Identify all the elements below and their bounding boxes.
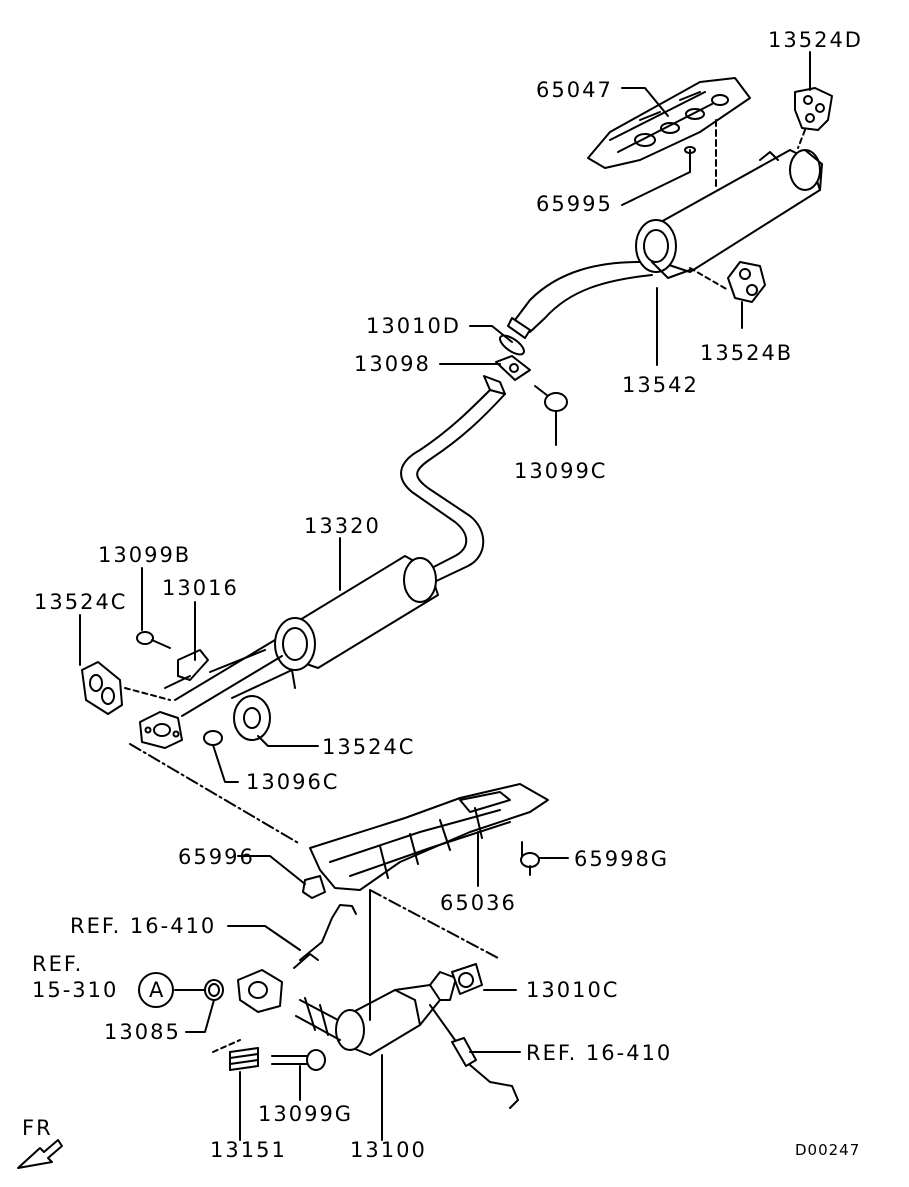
label-13524c-right: 13524C [322, 735, 416, 759]
center-muffler [175, 376, 505, 716]
label-13016: 13016 [162, 576, 239, 600]
label-65047: 65047 [536, 78, 613, 102]
hanger-13524b [690, 262, 765, 302]
callout-circle [139, 973, 173, 1007]
gasket-13085 [205, 980, 223, 1000]
label-13096c: 13096C [246, 770, 340, 794]
o2-sensor-upper [294, 905, 356, 968]
gasket-13010d [497, 332, 527, 358]
label-13524c-left: 13524C [34, 590, 128, 614]
label-13100: 13100 [350, 1138, 427, 1162]
bolt-65998g [521, 842, 539, 875]
nut-13096c [204, 731, 222, 745]
clamp-13098 [496, 356, 530, 380]
hanger-13524c-right [234, 696, 270, 740]
connection-line [130, 744, 300, 844]
label-fr: FR [22, 1116, 53, 1140]
main-muffler [508, 150, 822, 338]
spring-13151 [230, 1048, 258, 1070]
catalytic-converter [296, 972, 456, 1055]
connection-line-2 [370, 890, 498, 958]
front-direction-arrow [18, 1140, 62, 1168]
label-65036: 65036 [440, 891, 517, 915]
hanger-13524c-left [82, 662, 170, 714]
label-65996: 65996 [178, 845, 255, 869]
rear-heat-shield [588, 78, 750, 168]
label-ref-lower: REF. 16-410 [526, 1041, 673, 1065]
label-13320: 13320 [304, 514, 381, 538]
front-flange [140, 712, 182, 748]
bracket-13016 [165, 650, 208, 688]
label-13085: 13085 [104, 1020, 181, 1044]
label-13098: 13098 [354, 352, 431, 376]
label-13542: 13542 [622, 373, 699, 397]
bolt-13099c [535, 386, 567, 411]
label-13010d: 13010D [366, 314, 461, 338]
label-13099b: 13099B [98, 543, 192, 567]
label-13099g: 13099G [258, 1102, 354, 1126]
heat-shield-65036 [310, 784, 548, 890]
label-ref-left-1: REF. [32, 952, 84, 976]
label-13524d: 13524D [768, 28, 863, 52]
nut-65996 [303, 876, 325, 898]
label-13151: 13151 [210, 1138, 287, 1162]
label-13099c: 13099C [514, 459, 608, 483]
label-diagram-code: D00247 [795, 1141, 861, 1159]
bolt-65995 [685, 120, 716, 190]
label-13010c: 13010C [526, 978, 620, 1002]
label-callout-a: A [149, 978, 164, 1002]
label-13524b: 13524B [700, 341, 794, 365]
bolt-13099g [272, 1050, 325, 1070]
bolt-13099b [137, 632, 170, 648]
label-65998g: 65998G [574, 847, 670, 871]
label-65995: 65995 [536, 192, 613, 216]
gasket-13010c [452, 964, 482, 994]
leader-lines [80, 52, 810, 1140]
converter-flange [238, 970, 282, 1012]
label-ref-upper: REF. 16-410 [70, 914, 217, 938]
hanger-13524d [795, 88, 832, 148]
label-ref-left-2: 15-310 [32, 978, 119, 1002]
o2-sensor-lower [430, 1005, 518, 1108]
